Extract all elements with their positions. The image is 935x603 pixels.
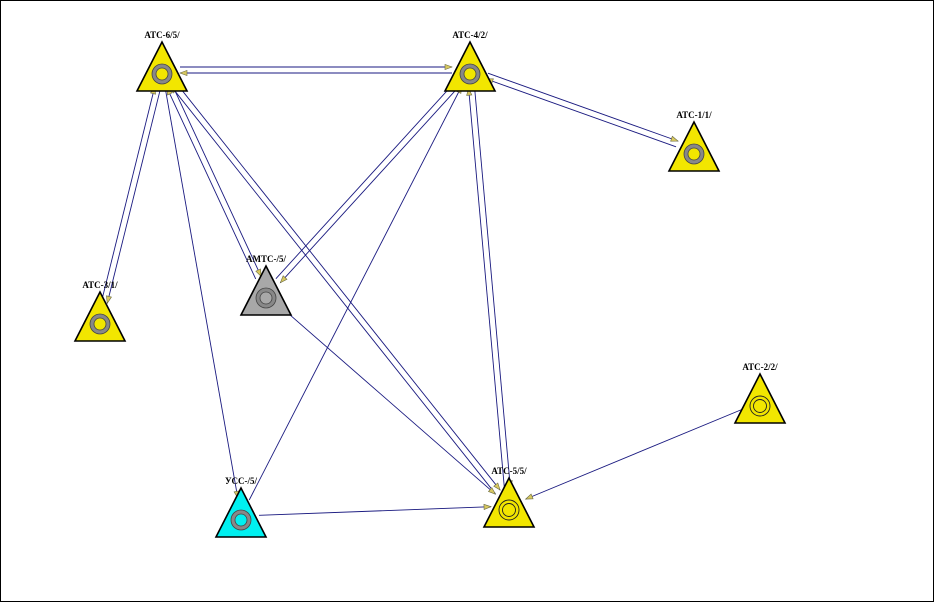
link-atc6-atc4 xyxy=(179,63,453,77)
link-amtc-atc5 xyxy=(279,305,497,495)
node-atc2[interactable]: АТС-2/2/ xyxy=(733,362,787,424)
link-atc4-atc1 xyxy=(485,72,679,148)
node-label: АТС-5/5/ xyxy=(491,466,527,476)
double-ring-icon xyxy=(498,499,520,521)
node-amtc[interactable]: АМТС-/5/ xyxy=(239,254,293,316)
node-label: АТС-4/2/ xyxy=(452,30,488,40)
node-label: АТС-3/1/ xyxy=(82,280,118,290)
node-ycc[interactable]: УСС-/5/ xyxy=(214,476,268,538)
double-ring-icon xyxy=(749,395,771,417)
node-atc1[interactable]: АТС-1/1/ xyxy=(667,110,721,172)
nodes-layer: АТС-6/5/АТС-4/2/АТС-1/1/АТС-3/1/АМТС-/5/… xyxy=(73,30,787,538)
node-label: АМТС-/5/ xyxy=(246,254,286,264)
node-atc4[interactable]: АТС-4/2/ xyxy=(443,30,497,92)
node-atc5[interactable]: АТС-5/5/ xyxy=(482,466,536,528)
node-label: АТС-2/2/ xyxy=(742,362,778,372)
node-label: АТС-1/1/ xyxy=(676,110,712,120)
node-triangle xyxy=(482,476,536,528)
node-triangle xyxy=(733,372,787,424)
node-atc3[interactable]: АТС-3/1/ xyxy=(73,280,127,342)
node-label: АТС-6/5/ xyxy=(144,30,180,40)
link-ycc-atc5 xyxy=(258,503,492,516)
links-layer xyxy=(100,63,744,516)
node-atc6[interactable]: АТС-6/5/ xyxy=(135,30,189,92)
link-atc2-atc5 xyxy=(524,408,744,500)
node-label: УСС-/5/ xyxy=(225,476,258,486)
